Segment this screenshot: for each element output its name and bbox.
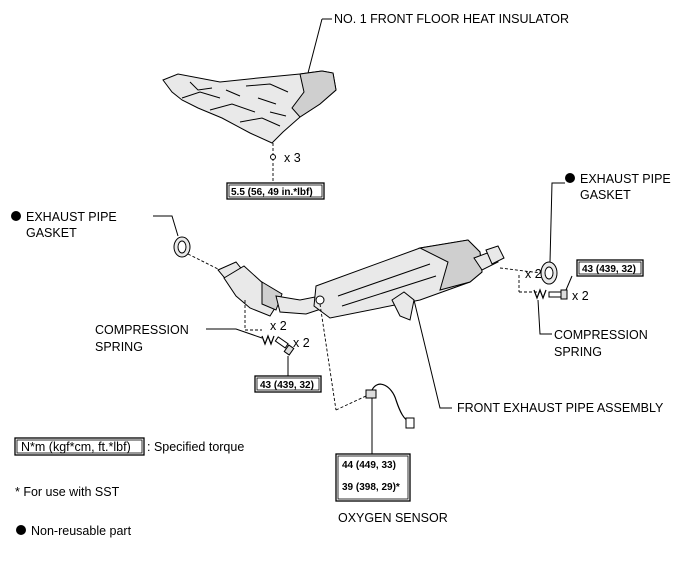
torque-oxygen-sensor-1: 44 (449, 33) <box>342 460 396 471</box>
label-front-pipe: FRONT EXHAUST PIPE ASSEMBLY <box>457 401 664 415</box>
torque-oxygen-sensor-2: 39 (398, 29)* <box>342 482 400 493</box>
label-left-gasket-1: EXHAUST PIPE <box>26 210 117 224</box>
torque-left-bolts: 43 (439, 32) <box>260 380 314 391</box>
right-spring-part <box>533 288 547 300</box>
legend-torque-key: N*m (kgf*cm, ft.*lbf) <box>14 437 145 456</box>
qty-left-bolts: x 2 <box>293 336 310 350</box>
torque-insulator: 5.5 (56, 49 in.*lbf) <box>231 187 313 198</box>
qty-left-springs: x 2 <box>270 319 287 333</box>
torque-right-bolts-box: 43 (439, 32) <box>576 259 644 277</box>
right-gasket-part <box>540 261 558 285</box>
left-bolt-part <box>274 336 295 356</box>
torque-oxygen-sensor-box: 44 (449, 33) 39 (398, 29)* <box>335 453 411 502</box>
label-right-spring-1: COMPRESSION <box>554 328 648 342</box>
label-right-gasket-1: EXHAUST PIPE <box>580 172 671 186</box>
right-bolt-part <box>548 289 568 300</box>
legend-torque-key-text: N*m (kgf*cm, ft.*lbf) <box>21 440 131 454</box>
qty-right-springs: x 2 <box>525 267 542 281</box>
label-left-spring-1: COMPRESSION <box>95 323 189 337</box>
nonreusable-bullet-left <box>11 211 21 221</box>
torque-right-bolts: 43 (439, 32) <box>582 264 636 275</box>
left-gasket-part <box>173 236 191 258</box>
legend-torque-desc: : Specified torque <box>147 440 244 454</box>
heat-insulator-part <box>162 70 337 144</box>
label-right-gasket-2: GASKET <box>580 188 631 202</box>
label-right-spring-2: SPRING <box>554 345 602 359</box>
nonreusable-bullet-right <box>565 173 575 183</box>
oxygen-sensor-part <box>365 383 415 429</box>
clip-fastener <box>270 154 276 160</box>
nonreusable-bullet-legend <box>16 525 26 535</box>
legend-nonreusable: Non-reusable part <box>31 524 132 538</box>
front-exhaust-pipe-part <box>217 239 505 321</box>
legend-sst-note: * For use with SST <box>15 485 120 499</box>
torque-left-bolts-box: 43 (439, 32) <box>254 375 322 393</box>
left-spring-part <box>261 334 275 346</box>
qty-right-bolts: x 2 <box>572 289 589 303</box>
label-left-spring-2: SPRING <box>95 340 143 354</box>
label-left-gasket-2: GASKET <box>26 226 77 240</box>
qty-insulator: x 3 <box>284 151 301 165</box>
label-heat-insulator: NO. 1 FRONT FLOOR HEAT INSULATOR <box>334 12 569 26</box>
torque-insulator-box: 5.5 (56, 49 in.*lbf) <box>226 182 325 200</box>
insulator-leader <box>307 18 323 74</box>
label-oxygen-sensor: OXYGEN SENSOR <box>338 511 448 525</box>
